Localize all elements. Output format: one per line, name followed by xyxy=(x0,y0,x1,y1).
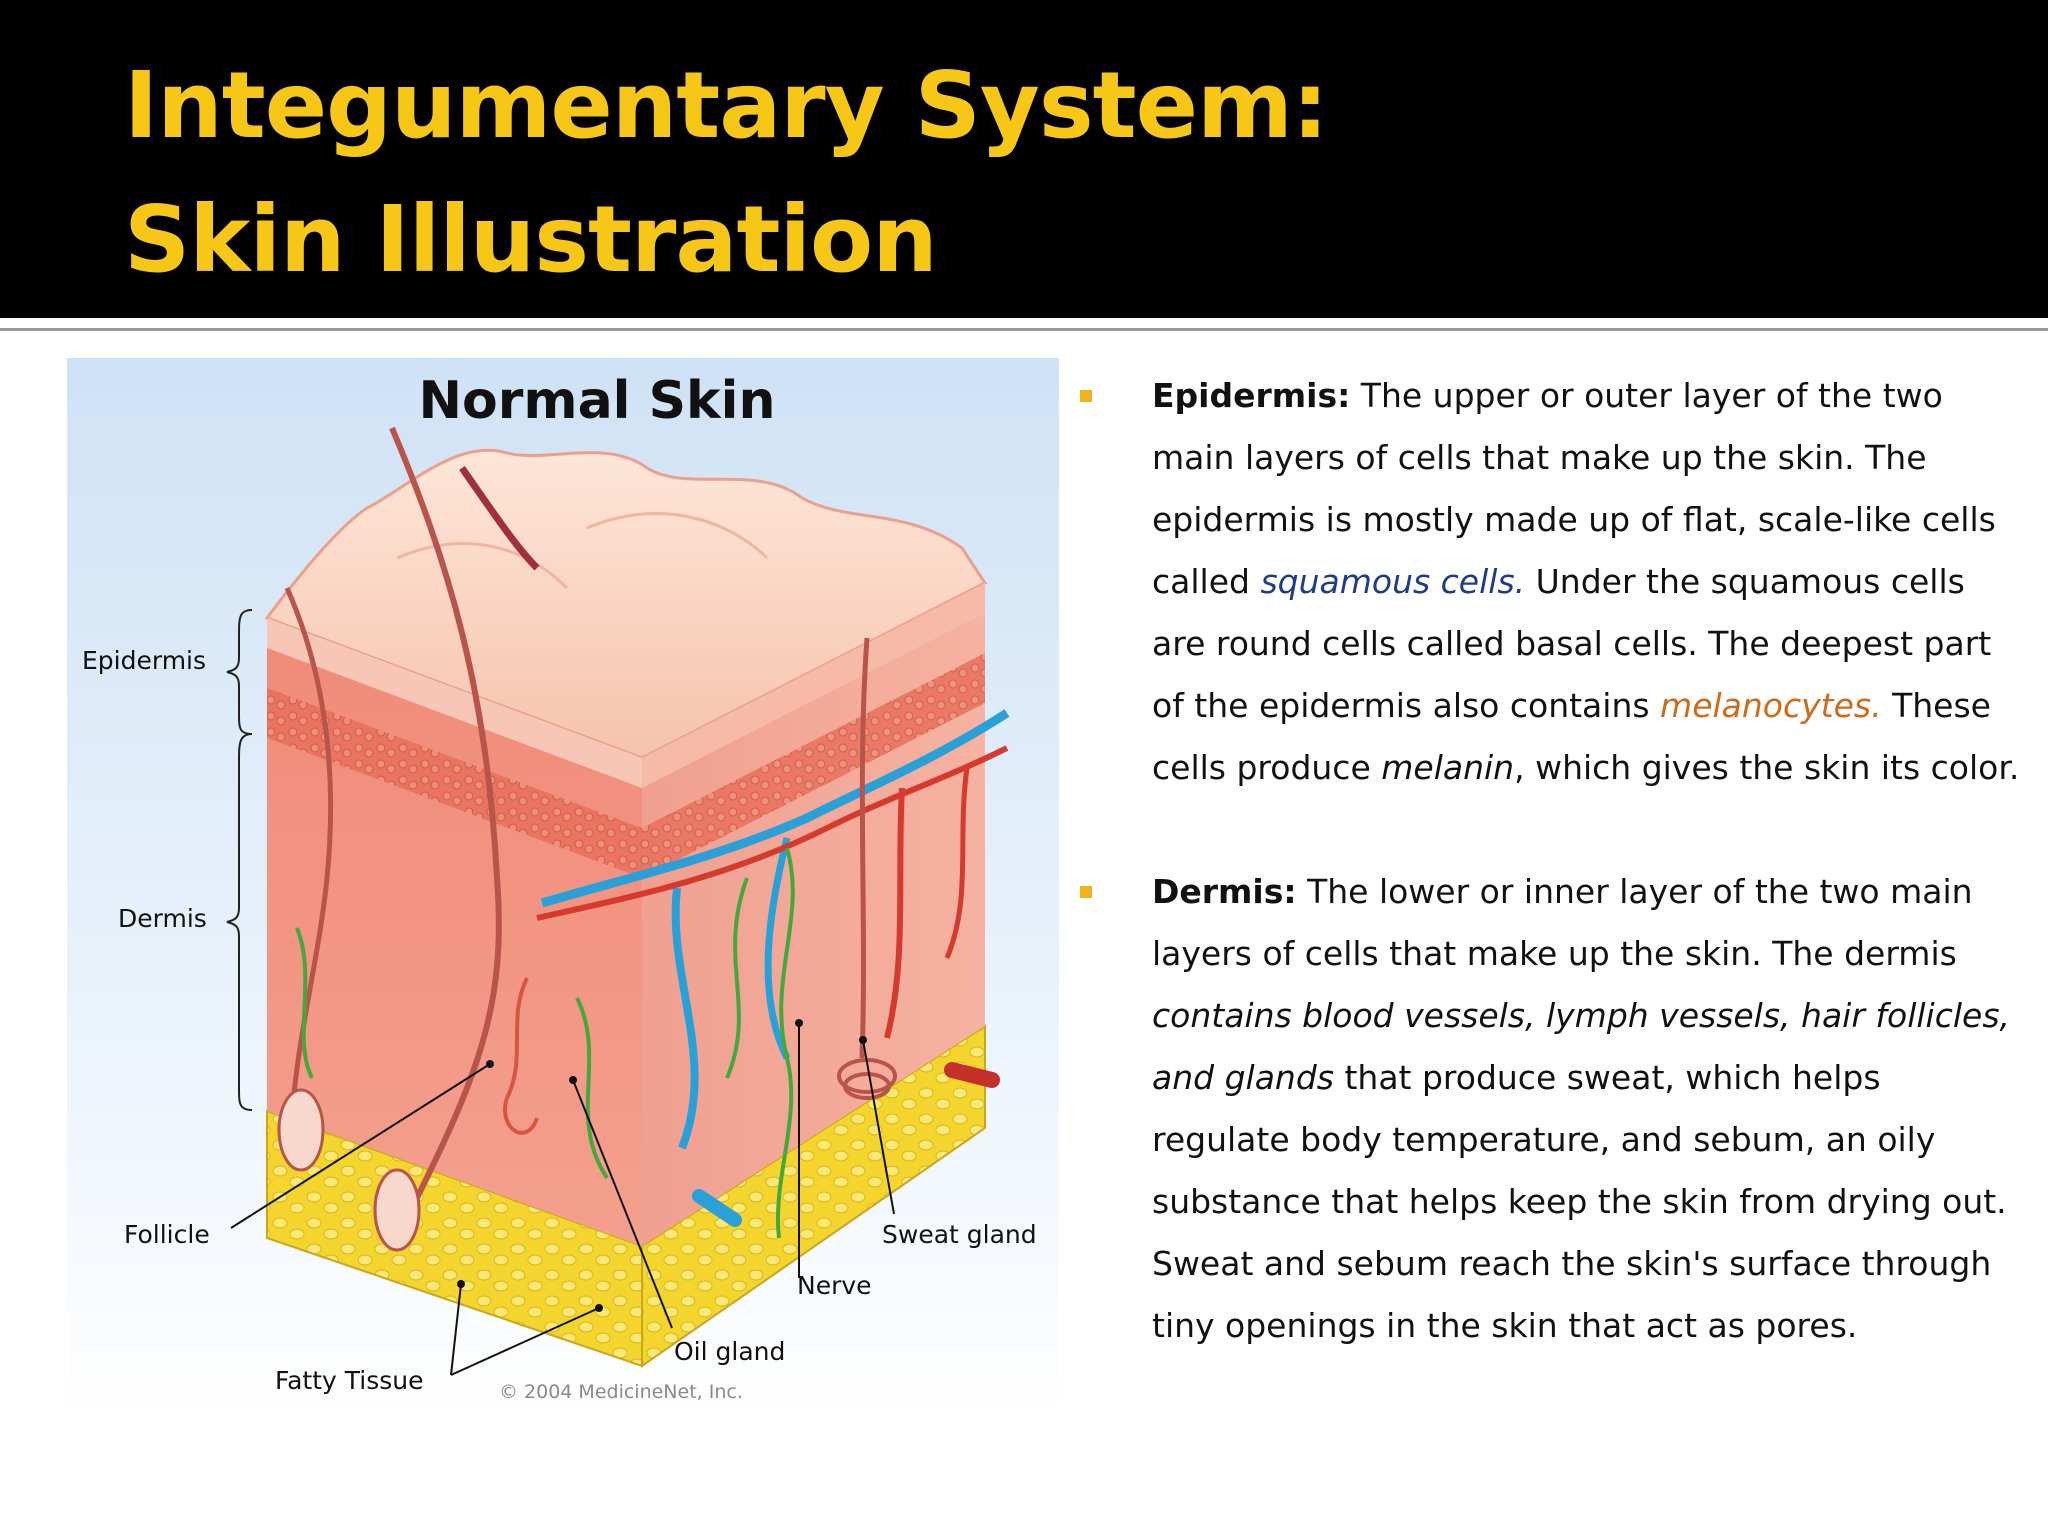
epidermis-text-2: Under the squamous cells are round cells… xyxy=(1152,562,1992,725)
skin-illustration: Normal Skin xyxy=(67,358,1059,1418)
leader-dots xyxy=(457,1019,867,1312)
melanin-term: melanin xyxy=(1381,748,1515,787)
oil-gland xyxy=(503,977,539,1135)
label-fatty-tissue: Fatty Tissue xyxy=(275,1366,423,1395)
dermis-contents-italic: contains blood vessels, lymph vessels, h… xyxy=(1152,996,2010,1097)
epidermis-text-3: These cells produce xyxy=(1152,686,1991,787)
figure-title: Normal Skin xyxy=(419,371,776,431)
squamous-cells-term: squamous cells. xyxy=(1260,562,1526,601)
sweat-gland-coil xyxy=(837,637,897,1100)
title-bar: Integumentary System: Skin Illustration xyxy=(0,0,2048,318)
dermis-text-1: The lower or inner layer of the two main… xyxy=(1152,872,1973,973)
bullet-dermis: Dermis: The lower or inner layer of the … xyxy=(1080,861,2020,1357)
epidermis-surface xyxy=(264,448,988,788)
dermis-text-2: that produce sweat, which helps regulate… xyxy=(1152,1058,2007,1345)
layer-braces xyxy=(226,609,253,1111)
blue-vessels xyxy=(540,709,1010,1227)
melanocytes-term: melanocytes. xyxy=(1660,686,1882,725)
label-sweat-gland: Sweat gland xyxy=(882,1220,1037,1249)
term-epidermis: Epidermis: xyxy=(1152,376,1351,415)
bullet-marker xyxy=(1080,886,1092,898)
label-dermis: Dermis xyxy=(118,904,207,933)
epidermis-text-4: , which gives the skin its color. xyxy=(1514,748,2020,787)
label-epidermis: Epidermis xyxy=(82,646,206,675)
leader-lines xyxy=(230,1023,895,1376)
red-vessels xyxy=(536,745,1009,1088)
label-follicle: Follicle xyxy=(124,1220,210,1249)
bullet-list: Epidermis: The upper or outer layer of t… xyxy=(1080,365,2020,1357)
follicle-bulbs xyxy=(277,1088,421,1252)
slide-title-line-1: Integumentary System: xyxy=(124,52,1329,159)
slide-title-line-2: Skin Illustration xyxy=(124,186,938,293)
epidermis-text-1: The upper or outer layer of the two main… xyxy=(1152,376,1996,601)
dermis-layer xyxy=(267,583,985,1246)
bullet-marker xyxy=(1080,390,1092,402)
label-nerve: Nerve xyxy=(797,1271,872,1300)
label-oil-gland: Oil gland xyxy=(674,1337,785,1366)
title-divider xyxy=(0,328,2048,331)
hair-shafts xyxy=(284,426,540,1220)
term-dermis: Dermis: xyxy=(1152,872,1297,911)
copyright-notice: © 2004 MedicineNet, Inc. xyxy=(499,1381,743,1403)
nerves xyxy=(295,847,795,1239)
bullet-epidermis: Epidermis: The upper or outer layer of t… xyxy=(1080,365,2020,799)
